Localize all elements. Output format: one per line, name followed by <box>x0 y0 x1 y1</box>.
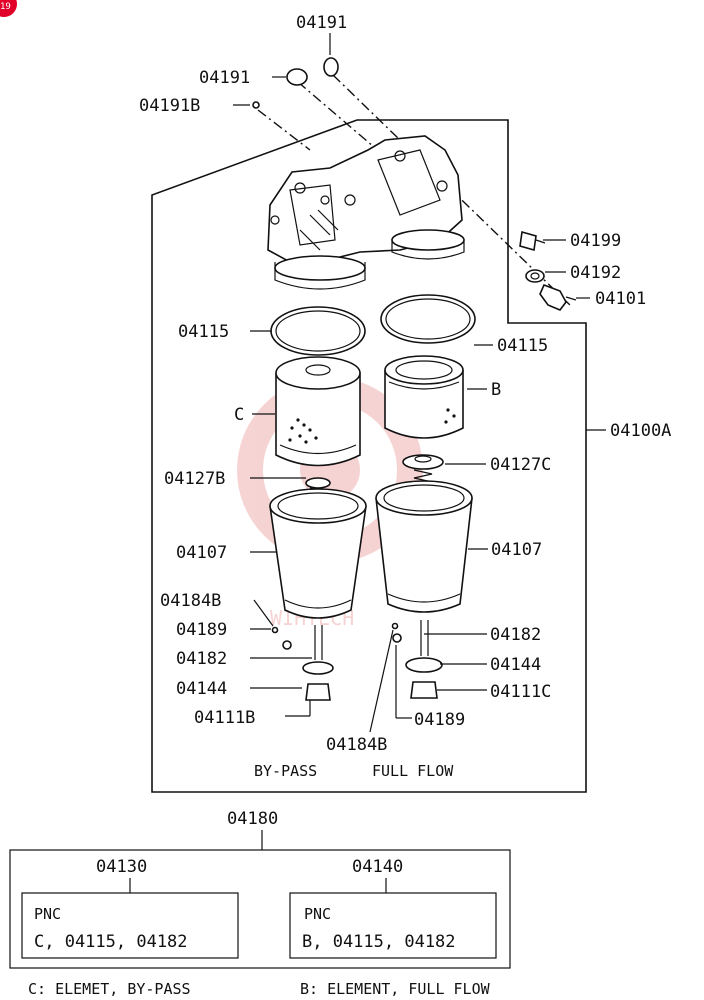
bottom-hardware-left <box>271 625 334 701</box>
gasket-right <box>380 294 476 344</box>
kit-tree: 04180 04130 PNC C, 04115, 04182 04140 PN… <box>9 809 511 969</box>
kit-left-code: 04130 <box>96 857 147 877</box>
callouts: 04191 04191 04191B 04199 04192 04101 041… <box>139 13 671 755</box>
callout-04191-left: 04191 <box>199 68 250 88</box>
kit-right-parts: B, 04115, 04182 <box>302 932 456 952</box>
callout-04189-left: 04189 <box>176 620 227 640</box>
callout-04189-right: 04189 <box>414 710 465 730</box>
kit-left-title: PNC <box>34 905 61 923</box>
svg-text:19: 19 <box>0 2 11 12</box>
kit-left-box <box>21 892 239 959</box>
plug-small <box>252 101 260 109</box>
leader-lines <box>233 33 606 733</box>
callout-04107-right: 04107 <box>491 540 542 560</box>
callout-04199: 04199 <box>570 231 621 251</box>
element-b <box>384 355 464 439</box>
filter-case-left <box>269 488 367 619</box>
element-c <box>275 356 361 467</box>
kit-parent-code: 04180 <box>227 809 278 829</box>
callout-04184b-left: 04184B <box>160 591 221 611</box>
valve-right <box>402 454 444 491</box>
filter-head <box>267 135 465 290</box>
callout-04182-right: 04182 <box>490 625 541 645</box>
legend-c: C: ELEMET, BY-PASS <box>28 980 191 998</box>
callout-04182-left: 04182 <box>176 649 227 669</box>
assembly-outline <box>151 119 587 793</box>
callout-04144-right: 04144 <box>490 655 541 675</box>
callout-04127b: 04127B <box>164 469 225 489</box>
callout-04191-top: 04191 <box>296 13 347 33</box>
callout-04111c: 04111C <box>490 682 551 702</box>
callout-04115-right: 04115 <box>497 336 548 356</box>
legend-b: B: ELEMENT, FULL FLOW <box>300 980 491 998</box>
callout-element-b: B <box>491 380 501 400</box>
gasket-left <box>270 306 366 356</box>
kit-left-parts: C, 04115, 04182 <box>34 932 188 952</box>
callout-04184b-right: 04184B <box>326 735 387 755</box>
callout-04144-left: 04144 <box>176 679 227 699</box>
filter-case-right <box>375 480 473 613</box>
kit-right-code: 04140 <box>352 857 403 877</box>
side-fittings <box>519 230 577 311</box>
caption-fullflow: FULL FLOW <box>372 762 454 780</box>
callout-04107-left: 04107 <box>176 543 227 563</box>
kit-right-title: PNC <box>304 905 331 923</box>
kit-outer-box <box>9 849 511 969</box>
callout-04192: 04192 <box>570 263 621 283</box>
callout-04111b: 04111B <box>194 708 255 728</box>
callout-04115-left: 04115 <box>178 322 229 342</box>
callout-04101: 04101 <box>595 289 646 309</box>
o-ring-left <box>286 68 308 86</box>
callout-element-c: C <box>234 405 244 425</box>
callout-04191b: 04191B <box>139 96 200 116</box>
o-ring-top <box>323 57 339 77</box>
kit-right-box <box>289 892 497 959</box>
callout-04127c: 04127C <box>490 455 551 475</box>
caption-bypass: BY-PASS <box>254 762 317 780</box>
corner-badge: 19 <box>0 0 17 17</box>
callout-04100a: 04100A <box>610 421 671 441</box>
bottom-hardware-right <box>391 620 443 699</box>
